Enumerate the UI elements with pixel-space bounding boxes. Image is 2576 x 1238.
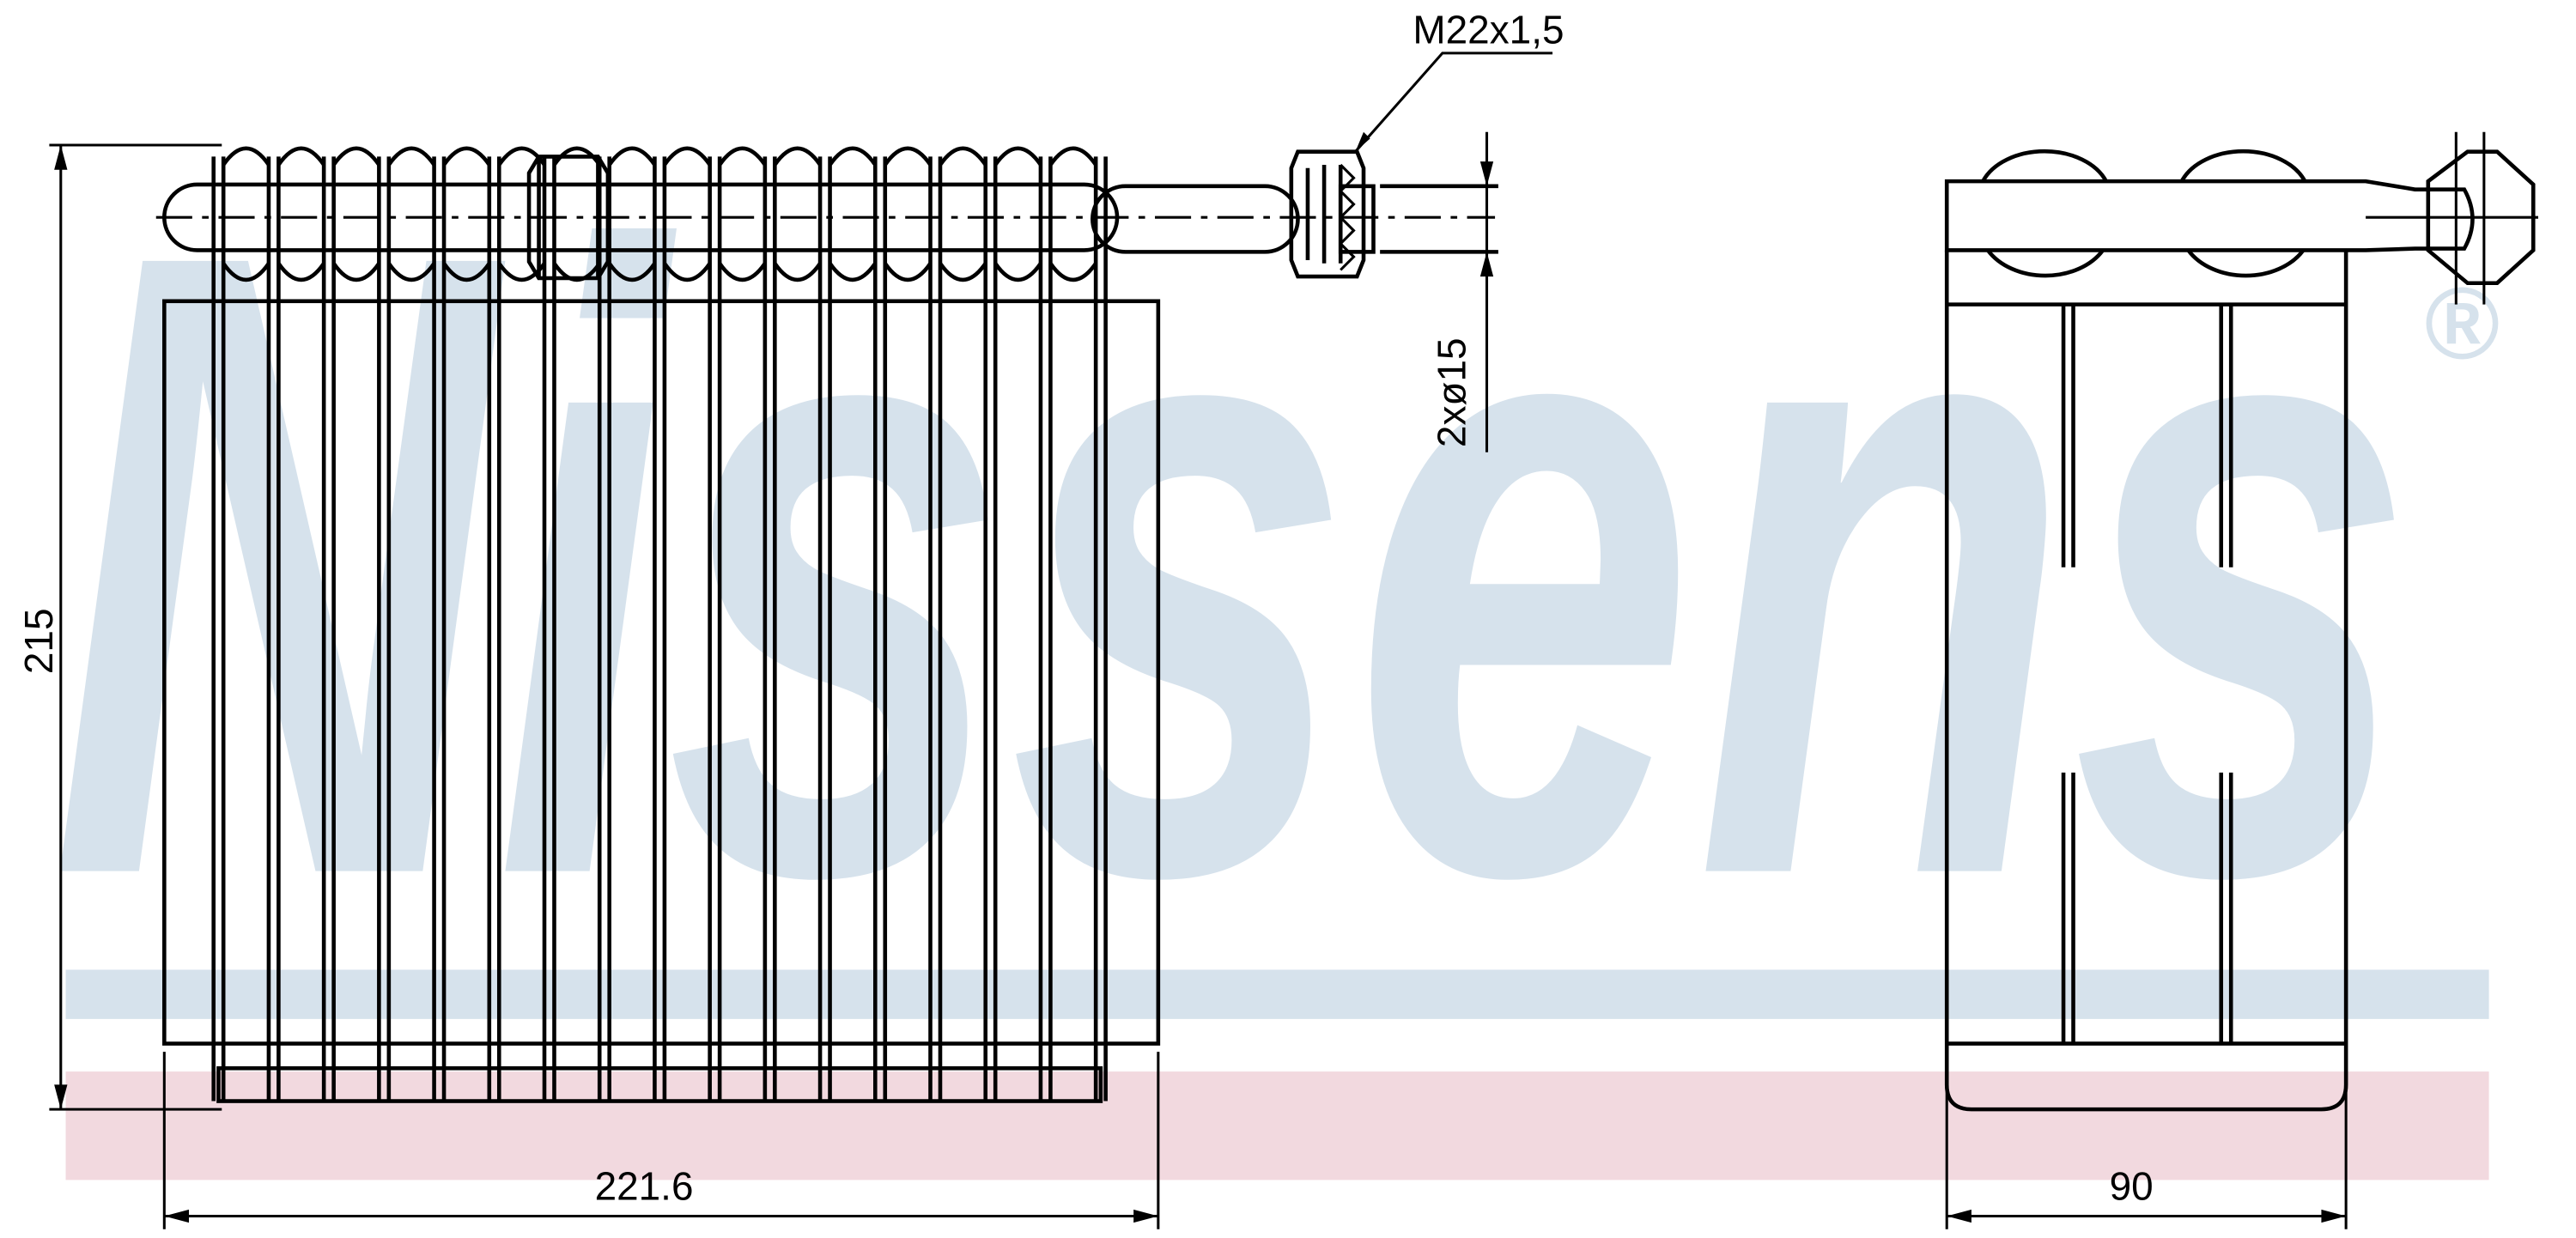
fin — [1038, 146, 1098, 1101]
bottom-tank — [216, 1065, 1103, 1103]
fitting-nut — [1289, 149, 1366, 279]
fin — [762, 146, 822, 1101]
fin — [983, 146, 1042, 1101]
pipe-diameter-label: 2xø15 — [1430, 337, 1474, 447]
left-nut — [526, 155, 611, 281]
side-top-pipe — [1944, 179, 2475, 252]
watermark-stripe-blue — [65, 969, 2489, 1019]
fin — [487, 146, 546, 1101]
fin — [321, 146, 381, 1101]
fin — [708, 146, 767, 1101]
front-view: M22x1,5 2xø15 215 221.6 — [16, 7, 1564, 1229]
fin — [266, 146, 326, 1101]
width-label: 221.6 — [595, 1163, 694, 1208]
fin — [653, 146, 712, 1101]
side-view: 90 — [1944, 131, 2538, 1229]
fin — [928, 146, 987, 1101]
core-outline — [162, 299, 1161, 1046]
fin — [542, 146, 602, 1101]
fin — [872, 146, 933, 1101]
watermark-stripe-pink — [65, 1071, 2489, 1180]
fin — [211, 146, 270, 1101]
outlet-pipe — [1091, 184, 1300, 254]
thread-label: M22x1,5 — [1413, 7, 1564, 52]
fin — [377, 146, 436, 1101]
fin — [1093, 156, 1108, 1101]
watermark: Nissens ® — [49, 69, 2499, 1180]
fins — [211, 146, 1108, 1101]
fin — [597, 146, 657, 1101]
thread-leader — [1354, 52, 1553, 153]
depth-label: 90 — [2110, 1163, 2154, 1208]
fin — [817, 146, 878, 1101]
side-nut — [2426, 149, 2536, 286]
fin — [432, 146, 491, 1101]
side-core — [1944, 250, 2348, 1112]
registered-mark: ® — [2423, 268, 2499, 381]
height-label: 215 — [16, 609, 61, 675]
